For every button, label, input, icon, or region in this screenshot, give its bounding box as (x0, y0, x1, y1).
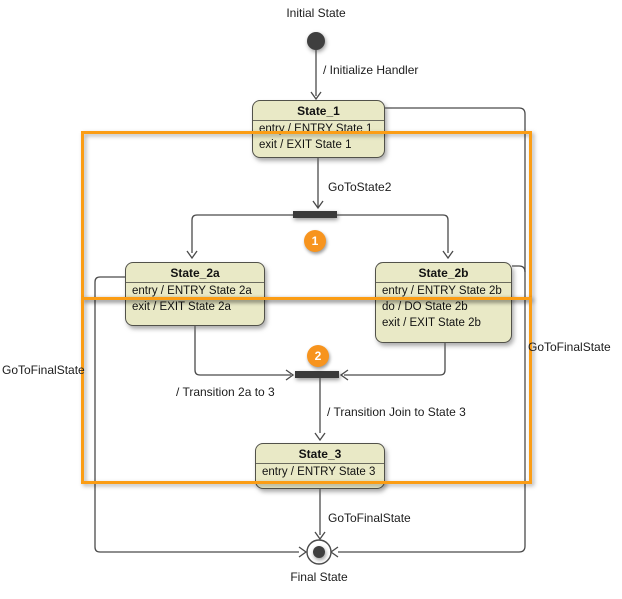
final-state-label: Final State (290, 570, 348, 584)
transition-state2a-to-join (194, 326, 291, 376)
join-bar[interactable] (295, 371, 339, 378)
fork-branch-to-state2a (191, 214, 293, 253)
arrowhead-join-left (285, 369, 295, 381)
state1-exit-action: exit / EXIT State 1 (259, 139, 352, 151)
go-to-final-left-label: GoToFinalState (2, 363, 85, 377)
transition-state1-to-final (338, 107, 526, 553)
badge-1-number: 1 (311, 234, 319, 248)
transition-2a-to-3-label: / Transition 2a to 3 (176, 385, 275, 399)
initialize-handler-label: / Initialize Handler (323, 63, 419, 77)
state2b-entry-action: entry / ENTRY State 2b (382, 285, 502, 297)
state1-title: State_1 (253, 101, 384, 121)
transition-join-to-state3-label: / Transition Join to State 3 (327, 405, 466, 419)
state-node-state1[interactable]: State_1 entry / ENTRY State 1 exit / EXI… (252, 100, 385, 158)
annotation-badge-2[interactable]: 2 (307, 345, 329, 367)
badge-2-number: 2 (314, 349, 322, 363)
annotation-rect-region1 (81, 131, 532, 300)
state-node-state2b[interactable]: State_2b entry / ENTRY State 2b do / DO … (375, 262, 512, 343)
annotation-badge-1[interactable]: 1 (304, 230, 326, 252)
fork-bar[interactable] (293, 211, 337, 218)
state3-entry-action: entry / ENTRY State 3 (262, 466, 376, 478)
annotation-rect-region2 (81, 297, 532, 484)
final-state-dot (313, 546, 325, 558)
go-to-final-right-label: GoToFinalState (528, 340, 611, 354)
state2b-do-action: do / DO State 2b (382, 301, 468, 313)
state-node-state2a[interactable]: State_2a entry / ENTRY State 2a exit / E… (125, 262, 265, 326)
state2b-exit-action: exit / EXIT State 2b (382, 317, 481, 329)
transition-state2b-to-join (344, 343, 446, 376)
arrowhead-into-final-right (329, 546, 339, 558)
arrowhead-into-state3 (314, 432, 326, 442)
state2a-exit-action: exit / EXIT State 2a (132, 301, 231, 313)
arrowhead-into-state2a (186, 250, 198, 260)
arrowhead-into-state2b (442, 250, 454, 260)
fork-branch-to-state2b (337, 214, 449, 253)
state2b-title: State_2b (376, 263, 511, 283)
initial-state-label: Initial State (286, 6, 346, 20)
go-to-final-bottom-label: GoToFinalState (328, 511, 411, 525)
state2a-entry-action: entry / ENTRY State 2a (132, 285, 252, 297)
transition-state2b-to-final (512, 265, 526, 273)
transition-state2a-to-final (94, 276, 299, 553)
go-to-state2-label: GoToState2 (328, 180, 392, 194)
arrowhead-into-final-top (314, 531, 326, 541)
arrowhead-into-state1 (310, 91, 322, 101)
arrowhead-into-fork (312, 200, 324, 210)
arrowhead-join-right (339, 369, 349, 381)
arrowhead-into-final-left (298, 546, 308, 558)
state2a-title: State_2a (126, 263, 264, 283)
initial-state-node[interactable] (307, 32, 325, 50)
state3-title: State_3 (256, 444, 384, 464)
